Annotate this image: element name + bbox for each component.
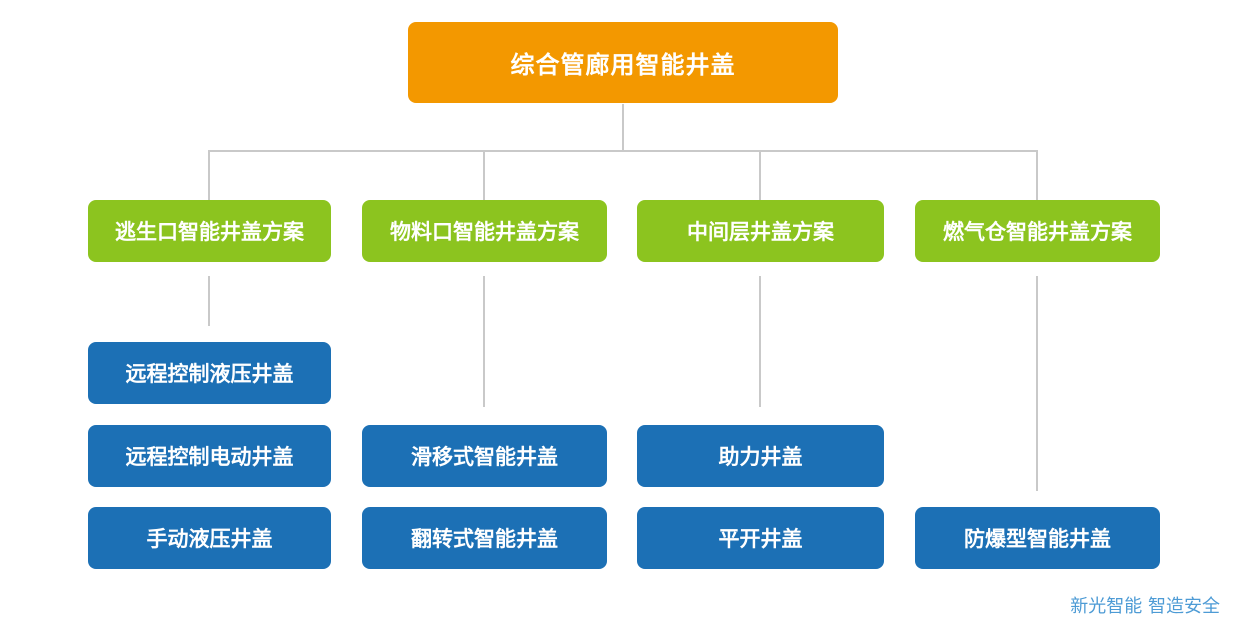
connector-sub-column-2 bbox=[483, 276, 485, 407]
product-node-power-assist-cover: 助力井盖 bbox=[637, 425, 884, 487]
solution-node-gas-compartment: 燃气仓智能井盖方案 bbox=[915, 200, 1160, 262]
product-node-sliding-smart-cover: 滑移式智能井盖 bbox=[362, 425, 607, 487]
brand-watermark: 新光智能 智造安全 bbox=[1070, 596, 1220, 617]
solution-node-middle-layer: 中间层井盖方案 bbox=[637, 200, 884, 262]
connector-sub-column-1 bbox=[208, 276, 210, 326]
product-node-remote-hydraulic-cover: 远程控制液压井盖 bbox=[88, 342, 331, 404]
connector-drop-column-3 bbox=[759, 150, 761, 200]
connector-drop-column-1 bbox=[208, 150, 210, 200]
product-node-explosion-proof-smart-cover: 防爆型智能井盖 bbox=[915, 507, 1160, 569]
connector-drop-column-4 bbox=[1036, 150, 1038, 200]
solution-node-material-port: 物料口智能井盖方案 bbox=[362, 200, 607, 262]
product-node-flip-smart-cover: 翻转式智能井盖 bbox=[362, 507, 607, 569]
product-node-remote-electric-cover: 远程控制电动井盖 bbox=[88, 425, 331, 487]
product-node-manual-hydraulic-cover: 手动液压井盖 bbox=[88, 507, 331, 569]
connector-root-vertical bbox=[622, 104, 624, 150]
connector-sub-column-3 bbox=[759, 276, 761, 407]
root-node-smart-manhole-covers: 综合管廊用智能井盖 bbox=[408, 22, 838, 103]
solution-node-escape-exit: 逃生口智能井盖方案 bbox=[88, 200, 331, 262]
connector-main-horizontal bbox=[208, 150, 1038, 152]
connector-sub-column-4 bbox=[1036, 276, 1038, 491]
product-node-flat-open-cover: 平开井盖 bbox=[637, 507, 884, 569]
connector-drop-column-2 bbox=[483, 150, 485, 200]
